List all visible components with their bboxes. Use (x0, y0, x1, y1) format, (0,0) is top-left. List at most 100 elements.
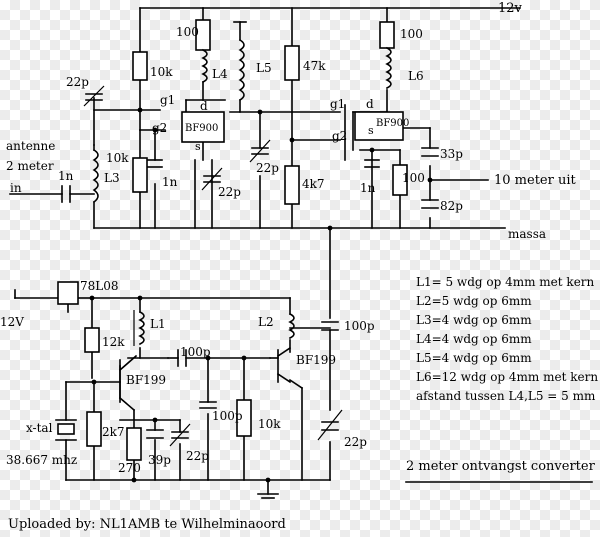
c-1n-mid-label: 1n (162, 175, 178, 189)
note-line: L2=5 wdg op 6mm (416, 294, 532, 308)
coil-l2 (288, 312, 295, 340)
capacitor-1n-right (364, 159, 380, 168)
g1-left-label: g1 (160, 93, 175, 107)
g2-right-label: g2 (332, 129, 347, 143)
xtal-label: x-tal (26, 421, 53, 435)
fet-bf900-right (354, 111, 404, 141)
r-100-source-label: 100 (402, 171, 425, 185)
capacitor-100p-c (321, 321, 339, 331)
fet-left-label: BF900 (185, 123, 218, 134)
transistor-bf199-q1 (118, 354, 138, 403)
regulator-label: 78L08 (80, 279, 119, 293)
r-10k-osc-label: 10k (258, 417, 281, 431)
coil-l5 (238, 38, 245, 102)
r-4k7-label: 4k7 (302, 177, 325, 191)
resistor-10k-top (132, 51, 148, 81)
r-2k7-label: 2k7 (102, 425, 125, 439)
trimmer-22p-b (201, 167, 223, 191)
g1-right-label: g1 (330, 97, 345, 111)
capacitor-1n-mid (147, 159, 163, 168)
resistor-12k (84, 327, 100, 353)
q2-label: BF199 (296, 353, 336, 367)
trimmer-22p-osc (169, 423, 191, 447)
trimmer-22p-right (317, 409, 343, 441)
coil-l3 (92, 148, 99, 204)
capacitor-33p (421, 147, 439, 157)
trimmer-22p-top (83, 85, 105, 107)
capacitor-100p-a (177, 349, 187, 367)
c-39p-label: 39p (148, 453, 171, 467)
c-1n-right-label: 1n (360, 181, 376, 195)
l1-label: L1 (150, 317, 166, 331)
trimmer-22p-a (249, 139, 271, 163)
coil-notes: L1= 5 wdg op 4mm met kern L2=5 wdg op 6m… (416, 275, 598, 403)
d-right-label: d (366, 97, 374, 111)
c-100p-b-label: 100p (212, 409, 243, 423)
r-270-label: 270 (118, 461, 141, 475)
s-left-label: s (195, 140, 201, 153)
coil-l4 (201, 48, 208, 84)
r-10k-top-label: 10k (150, 65, 173, 79)
frequency-label: 38.667 mhz (6, 453, 77, 467)
capacitor-1n-input (61, 185, 71, 203)
trimmer-22p-a-label: 22p (256, 161, 279, 175)
fet-right-label: BF900 (376, 118, 409, 129)
regulator-78l08 (57, 281, 79, 305)
d-left-label: d (200, 99, 208, 113)
resistor-270 (126, 427, 142, 461)
c-100p-a-label: 100p (180, 345, 211, 359)
capacitor-82p (421, 199, 439, 209)
trimmer-22p-osc-label: 22p (186, 449, 209, 463)
note-line: L5=4 wdg op 6mm (416, 351, 532, 365)
trimmer-22p-top-label: 22p (66, 75, 89, 89)
r-12k-label: 12k (102, 335, 125, 349)
two-meter-label: 2 meter (6, 159, 54, 173)
uploaded-by-text: Uploaded by: NL1AMB te Wilhelminaoord (8, 517, 286, 532)
trimmer-22p-right-label: 22p (344, 435, 367, 449)
trimmer-22p-b-label: 22p (218, 185, 241, 199)
l2-label: L2 (258, 315, 274, 329)
note-line: L6=12 wdg op 4mm met kern (416, 370, 598, 384)
resistor-10k-mid (132, 157, 148, 193)
r-100-left-label: 100 (176, 25, 199, 39)
r-47k-label: 47k (303, 59, 326, 73)
capacitor-39p (146, 429, 164, 439)
massa-label: massa (508, 227, 546, 241)
note-line: L3=4 wdg op 6mm (416, 313, 532, 327)
resistor-100-right (379, 21, 395, 49)
resistor-4k7 (284, 165, 300, 205)
coil-l6 (385, 46, 392, 90)
l6-label: L6 (408, 69, 424, 83)
crystal-xtal (55, 419, 77, 441)
c-33p-label: 33p (440, 147, 463, 161)
transistor-bf199-q2 (269, 346, 292, 384)
c-100p-c-label: 100p (344, 319, 375, 333)
in-label: in (10, 181, 22, 195)
note-line: L4=4 wdg op 6mm (416, 332, 532, 346)
bottom-wiring (14, 289, 331, 499)
r-10k-mid-label: 10k (106, 151, 129, 165)
l4-label: L4 (212, 67, 228, 81)
output-label: 10 meter uit (494, 173, 576, 188)
r-100-right-label: 100 (400, 27, 423, 41)
note-line: afstand tussen L4,L5 = 5 mm (416, 389, 596, 403)
q1-label: BF199 (126, 373, 166, 387)
s-right-label: s (368, 124, 374, 137)
supply-label-top: 12v (498, 1, 523, 16)
capacitor-100p-b (199, 401, 217, 409)
c-82p-label: 82p (440, 199, 463, 213)
supply-label-bottom: 12V (0, 315, 24, 329)
resistor-10k-osc (236, 399, 252, 437)
diagram-caption: 2 meter ontvangst converter (406, 459, 596, 474)
antenne-label: antenne (6, 139, 55, 153)
note-line: L1= 5 wdg op 4mm met kern (416, 275, 595, 289)
fet-bf900-left (181, 111, 225, 143)
l3-label: L3 (104, 171, 120, 185)
resistor-2k7 (86, 411, 102, 447)
l5-label: L5 (256, 61, 272, 75)
resistor-47k (284, 45, 300, 81)
g2-left-label: g2 (152, 121, 167, 135)
c-1n-in-label: 1n (58, 169, 74, 183)
resistor-100-source (392, 164, 408, 196)
